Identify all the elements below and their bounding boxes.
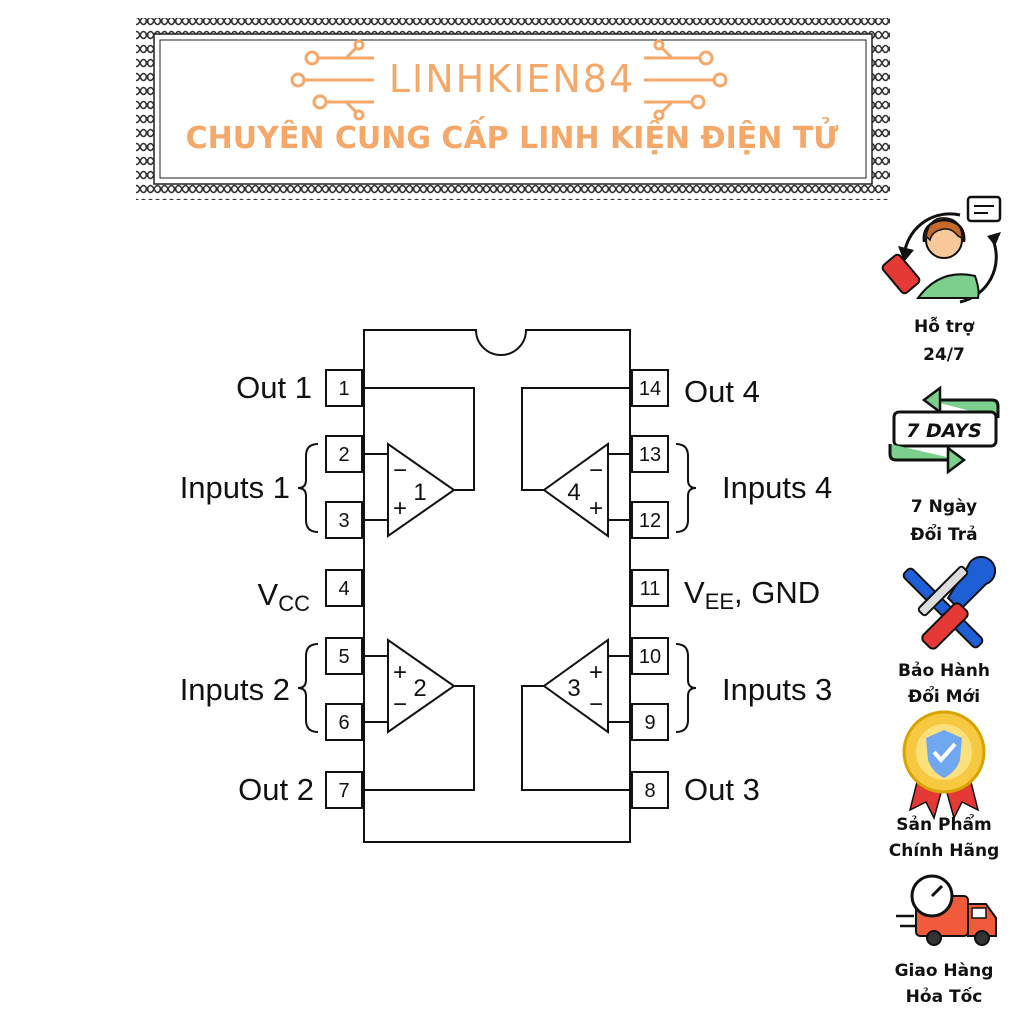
- pin-number: 2: [338, 444, 349, 466]
- ic-pinout-diagram: [297, 329, 697, 843]
- amp2-plus: +: [393, 659, 407, 686]
- banner-inner: [153, 33, 873, 185]
- seven-days-icon: 7 DAYS: [888, 385, 1000, 475]
- support-agent-icon: [881, 195, 1002, 304]
- brace-inputs-4: [675, 443, 697, 533]
- pin-number: 10: [639, 646, 661, 668]
- brace-inputs-3: [675, 643, 697, 733]
- internal-wiring: [362, 387, 632, 791]
- pin-box-4: [325, 569, 363, 607]
- left-pins: [325, 369, 363, 809]
- service-warranty-line2: Đổi Mới: [908, 685, 980, 707]
- pin-box-9: [631, 703, 669, 741]
- op-amp-1: [387, 442, 456, 538]
- amp2-number: 2: [413, 675, 426, 702]
- service-delivery-line1: Giao Hàng: [895, 961, 994, 981]
- banner-inner-line: [159, 39, 867, 179]
- amp1-plus: +: [393, 495, 407, 522]
- label-inputs-1: Inputs 1: [180, 470, 290, 505]
- pin-number: 7: [338, 780, 349, 802]
- pin-number: 9: [644, 712, 655, 734]
- pin-box-3: [325, 501, 363, 539]
- service-return-line1: 7 Ngày: [911, 497, 977, 517]
- service-column: Hỗ trợ 24/7 7 DAYS 7 Ngày Đổi Trả Bảo Hà…: [881, 195, 1002, 1007]
- pin-numbers: 1 2 3 4 5 6 7 14 13 12 11 10 9 8: [338, 378, 661, 802]
- pin-number: 1: [338, 378, 349, 400]
- pin-number: 3: [338, 510, 349, 532]
- service-delivery-line2: Hỏa Tốc: [906, 986, 983, 1007]
- service-genuine-line2: Chính Hãng: [889, 841, 1000, 861]
- label-out-2: Out 2: [238, 772, 314, 807]
- tools-icon: [902, 555, 997, 650]
- brace-inputs-1: [297, 443, 319, 533]
- pin-number: 11: [640, 578, 661, 600]
- brace-inputs-2: [297, 643, 319, 733]
- label-out-4: Out 4: [684, 374, 760, 409]
- label-out-3: Out 3: [684, 772, 760, 807]
- op-amp-2: [387, 638, 456, 734]
- brand-tagline: CHUYÊN CUNG CẤP LINH KIỆN ĐIỆN TỬ: [186, 115, 839, 156]
- ic-body: [363, 329, 631, 843]
- label-out-1: Out 1: [236, 370, 312, 405]
- service-support-line2: 24/7: [923, 345, 965, 365]
- amp1-number: 1: [413, 479, 426, 506]
- pin-box-11: [631, 569, 669, 607]
- pin-box-2: [325, 435, 363, 473]
- right-pins: [631, 369, 669, 809]
- amp4-minus: −: [589, 457, 603, 484]
- amp1-minus: −: [393, 457, 407, 484]
- pin-box-7: [325, 771, 363, 809]
- pin-box-5: [325, 637, 363, 675]
- amp4-number: 4: [567, 479, 580, 506]
- amp3-number: 3: [567, 675, 580, 702]
- pin-box-14: [631, 369, 669, 407]
- banner: LINHKIEN84 CHUYÊN CUNG CẤP LINH KIỆN ĐIỆ…: [136, 18, 890, 200]
- amp4-plus: +: [589, 495, 603, 522]
- pin-number: 13: [639, 444, 661, 466]
- op-amp-4: [542, 442, 609, 538]
- service-return-line2: Đổi Trả: [910, 523, 977, 545]
- label-inputs-4: Inputs 4: [722, 470, 832, 505]
- label-inputs-3: Inputs 3: [722, 672, 832, 707]
- amp3-minus: −: [589, 691, 603, 718]
- pin-box-1: [325, 369, 363, 407]
- pin-labels-right: Out 4 Inputs 4 VEE, GND Inputs 3 Out 3: [684, 374, 832, 807]
- label-inputs-2: Inputs 2: [180, 672, 290, 707]
- pin-number: 14: [639, 378, 661, 400]
- amp3-plus: +: [589, 659, 603, 686]
- pin-labels-left: Out 1 Inputs 1 VCC Inputs 2 Out 2: [180, 370, 314, 807]
- op-amp-3: [542, 638, 609, 734]
- circuit-decoration-right-icon: [644, 39, 728, 121]
- service-warranty-line1: Bảo Hành: [898, 661, 990, 681]
- fast-delivery-icon: [896, 874, 997, 946]
- pin-box-6: [325, 703, 363, 741]
- amp2-minus: −: [393, 691, 407, 718]
- service-genuine-line1: Sản Phẩm: [896, 813, 991, 835]
- seven-days-badge: 7 DAYS: [906, 420, 982, 442]
- service-support-line1: Hỗ trợ: [914, 315, 975, 337]
- pin-number: 5: [338, 646, 349, 668]
- pin-number: 6: [338, 712, 349, 734]
- label-vee-gnd: VEE, GND: [684, 575, 820, 614]
- circuit-decoration-left-icon: [290, 39, 374, 121]
- pin-box-8: [631, 771, 669, 809]
- pin-number: 12: [639, 510, 661, 532]
- brand-name: LINHKIEN84: [389, 57, 635, 101]
- amp-markings: − + 1 + − 2 + − 3 − + 4: [393, 457, 603, 718]
- pin-number: 4: [338, 578, 349, 600]
- verified-badge-icon: [902, 710, 986, 821]
- label-vcc: VCC: [258, 577, 311, 616]
- pin-number: 8: [644, 780, 655, 802]
